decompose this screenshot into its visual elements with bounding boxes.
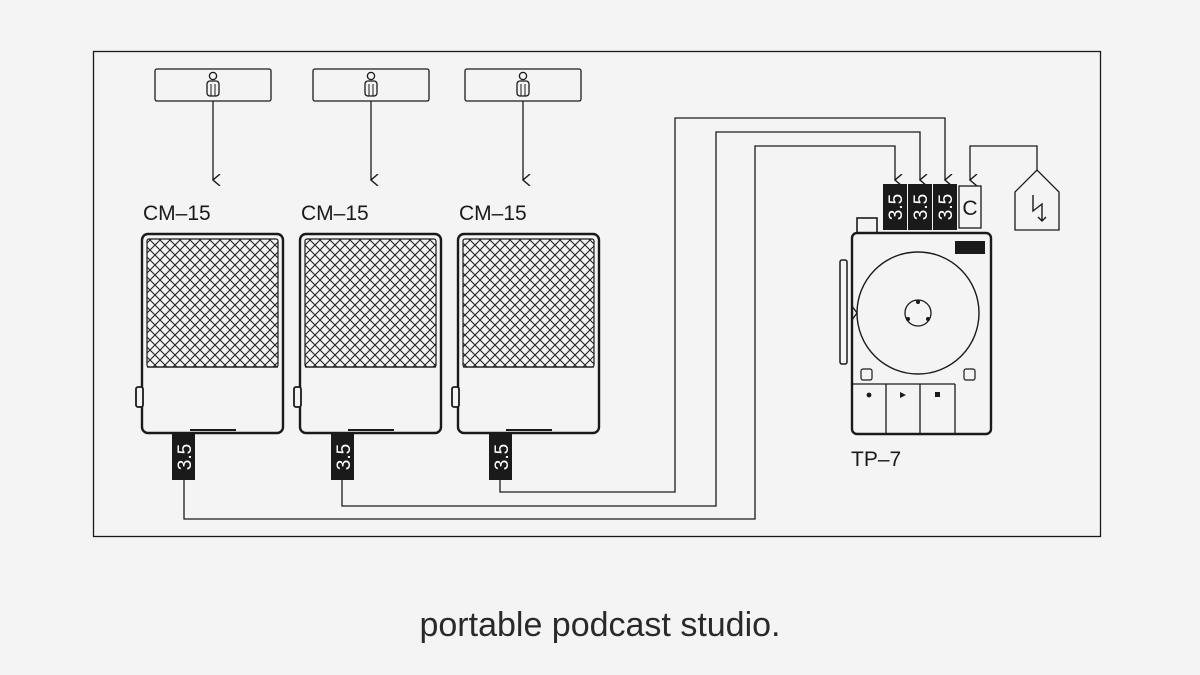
recorder-label: TP–7 [851, 448, 901, 471]
person-icon [364, 71, 378, 97]
mic-3: CM–15 3.5 [451, 202, 601, 480]
cable-mic-2 [341, 131, 920, 507]
mic-jack: 3.5 [172, 434, 196, 480]
person-icon [516, 71, 530, 97]
cable-mic-3 [499, 117, 945, 493]
svg-text:C: C [962, 197, 977, 220]
mic-grille [304, 238, 437, 368]
mic-side-button [451, 386, 460, 408]
power-source [1014, 169, 1060, 231]
recorder-tp7: TP–7 [839, 217, 993, 471]
svg-text:3.5: 3.5 [492, 444, 513, 470]
svg-text:3.5: 3.5 [911, 194, 932, 220]
cable-power [970, 145, 1038, 180]
recorder-input-3: 3.5 [933, 184, 957, 230]
person-icon [206, 71, 220, 97]
lightning-icon [1032, 195, 1047, 222]
svg-text:3.5: 3.5 [175, 444, 196, 470]
mic-body [456, 232, 601, 435]
mic-label: CM–15 [459, 202, 527, 225]
diagram-frame [92, 50, 1102, 538]
recorder-power-port: C [958, 185, 982, 229]
recorder-input-1: 3.5 [883, 184, 907, 230]
mic-grille [146, 238, 279, 368]
mic-label: CM–15 [301, 202, 369, 225]
speaker-2 [312, 68, 430, 180]
mic-jack: 3.5 [331, 434, 355, 480]
cable-mic-1 [183, 145, 895, 520]
svg-text:3.5: 3.5 [936, 194, 957, 220]
mic-side-button [135, 386, 144, 408]
caption: portable podcast studio. [419, 606, 781, 644]
mic-2: CM–15 3.5 [293, 202, 443, 480]
record-icon[interactable] [866, 392, 872, 398]
mic-1: CM–15 3.5 [135, 202, 285, 480]
mic-label: CM–15 [143, 202, 211, 225]
mic-jack: 3.5 [489, 434, 513, 480]
mic-side-button [293, 386, 302, 408]
recorder-top-nub [856, 217, 878, 235]
recorder-display [955, 241, 985, 254]
speaker-1 [154, 68, 272, 180]
mic-body [298, 232, 443, 435]
stop-icon[interactable] [935, 392, 940, 397]
svg-text:3.5: 3.5 [886, 194, 907, 220]
play-icon[interactable] [900, 392, 906, 398]
speaker-3 [464, 68, 582, 180]
svg-text:3.5: 3.5 [334, 444, 355, 470]
mic-grille [462, 238, 595, 368]
mic-body [140, 232, 285, 435]
recorder-side-strip [839, 259, 848, 365]
recorder-body [850, 231, 993, 436]
recorder-input-2: 3.5 [908, 184, 932, 230]
